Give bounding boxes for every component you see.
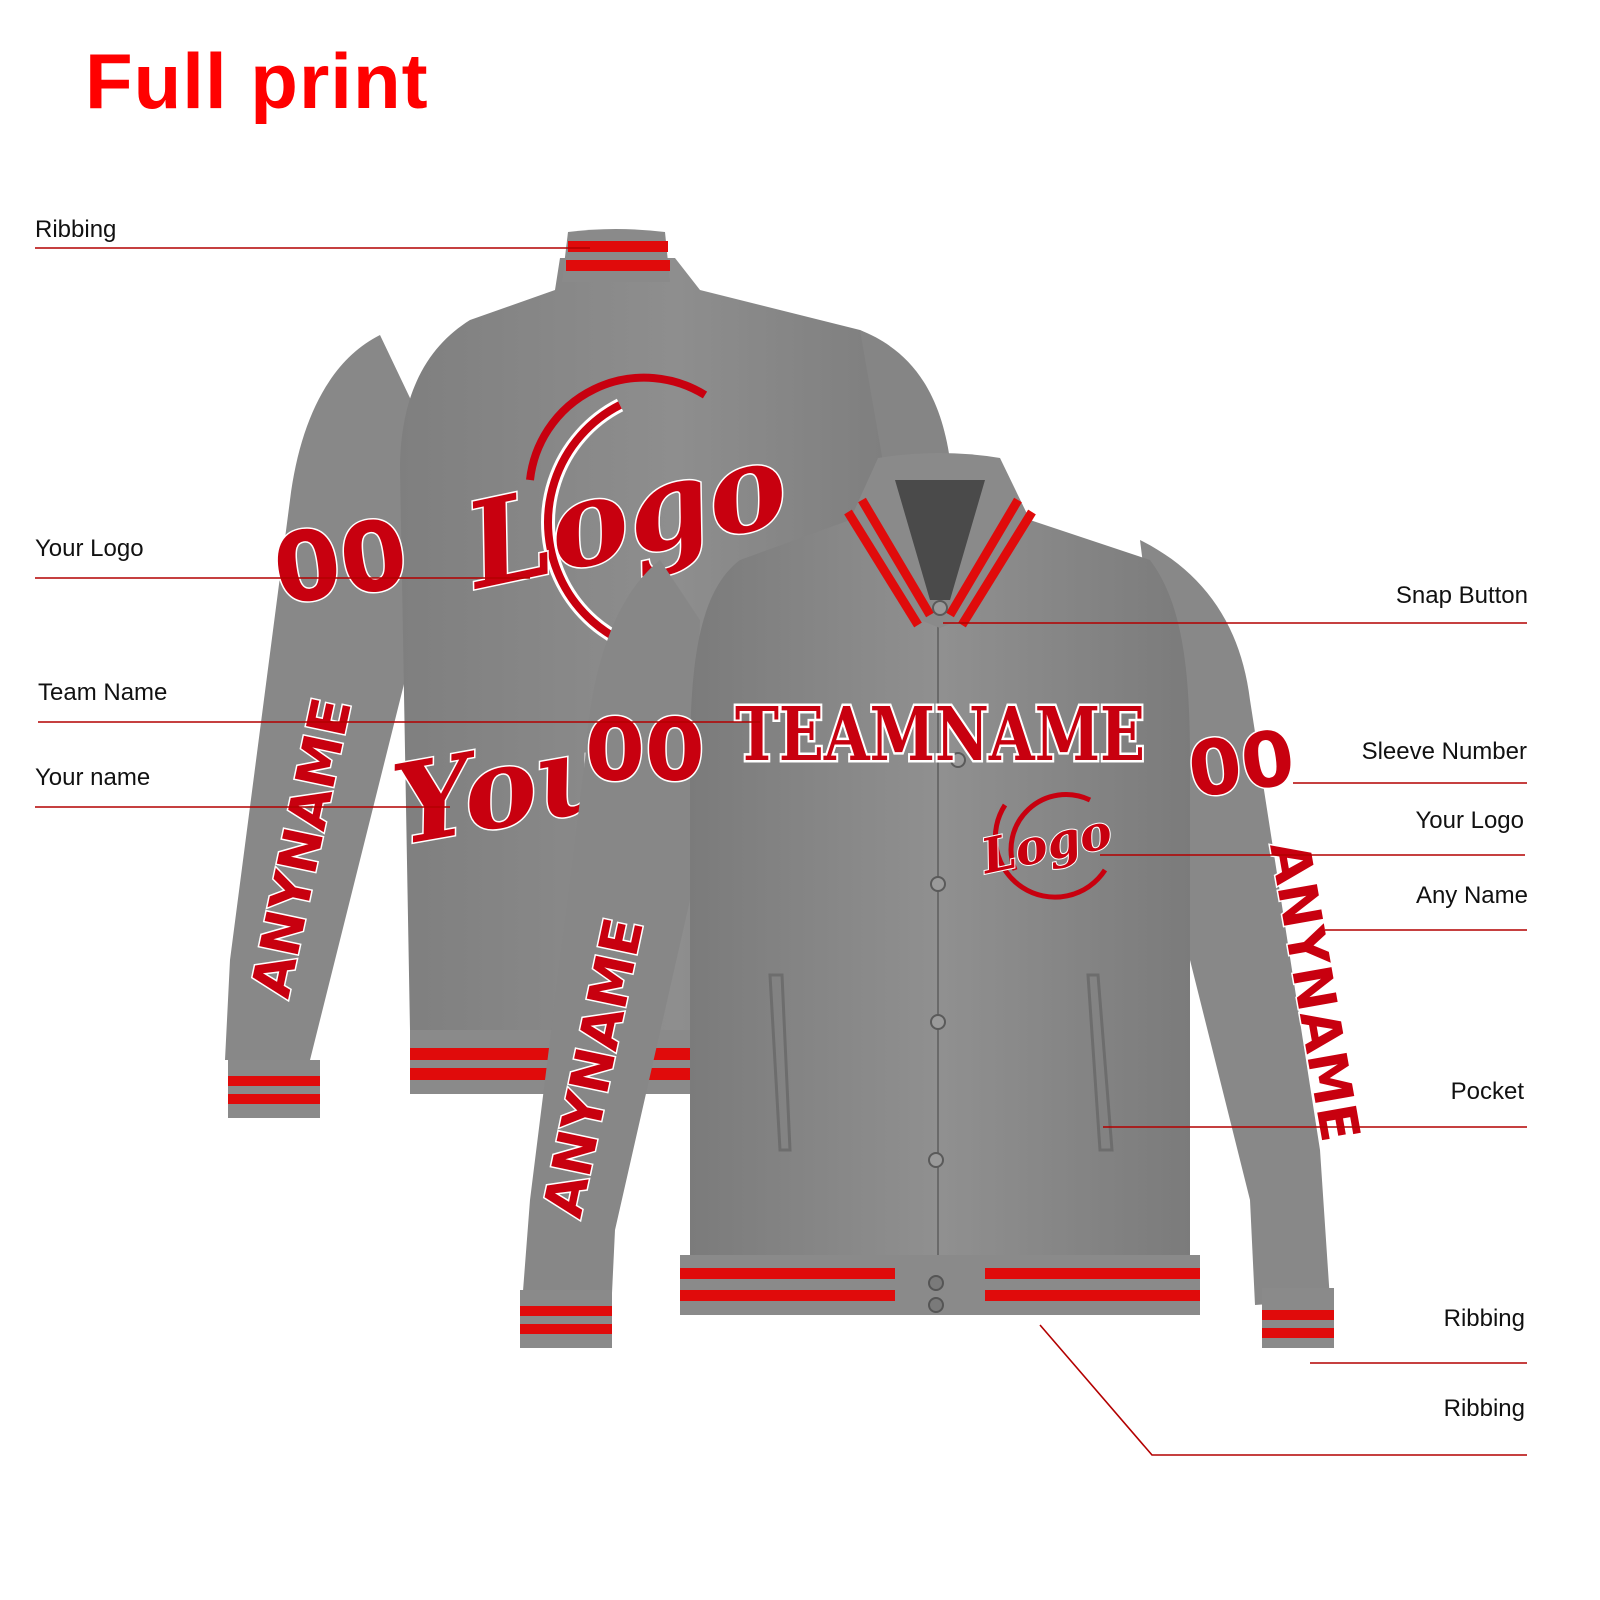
front-logo xyxy=(992,792,1108,900)
front-right-sleeve-number: 00 xyxy=(1183,712,1300,815)
label-snap-button: Snap Button xyxy=(1395,582,1528,609)
label-ribbing-waist: Ribbing xyxy=(1443,1395,1525,1422)
pockets xyxy=(768,973,1114,1152)
leader-lines xyxy=(35,247,1527,1456)
leader-ribbing-waist xyxy=(1039,1324,1527,1456)
front-right-cuff xyxy=(1262,1288,1334,1348)
front-left-cuff xyxy=(520,1290,612,1348)
label-your-logo-back: Your Logo xyxy=(35,535,144,562)
front-collar xyxy=(844,453,1036,628)
back-left-sleeve xyxy=(225,335,430,1060)
front-jacket: TEAMNAME Logo 00 00 ANYNAME ANYNAME xyxy=(520,453,1373,1348)
label-any-name: Any Name xyxy=(1415,882,1528,909)
back-sleeve-number: 00 xyxy=(266,498,414,628)
label-pocket: Pocket xyxy=(1450,1078,1524,1105)
label-your-logo-front: Your Logo xyxy=(1415,807,1524,834)
front-waistband xyxy=(680,1255,1200,1315)
label-team-name: Team Name xyxy=(38,679,168,706)
label-your-name: Your name xyxy=(35,764,151,791)
label-sleeve-number: Sleeve Number xyxy=(1361,738,1527,765)
front-left-sleeve-number: 00 xyxy=(585,701,705,801)
front-chest-text: TEAMNAME xyxy=(735,692,1145,778)
label-ribbing-collar: Ribbing xyxy=(35,216,117,243)
back-collar xyxy=(562,229,670,282)
snap-buttons xyxy=(928,600,966,1168)
back-left-cuff xyxy=(228,1060,320,1118)
label-ribbing-cuff: Ribbing xyxy=(1443,1305,1525,1332)
front-left-sleeve xyxy=(520,560,700,1335)
page-title: Full print xyxy=(85,37,429,125)
